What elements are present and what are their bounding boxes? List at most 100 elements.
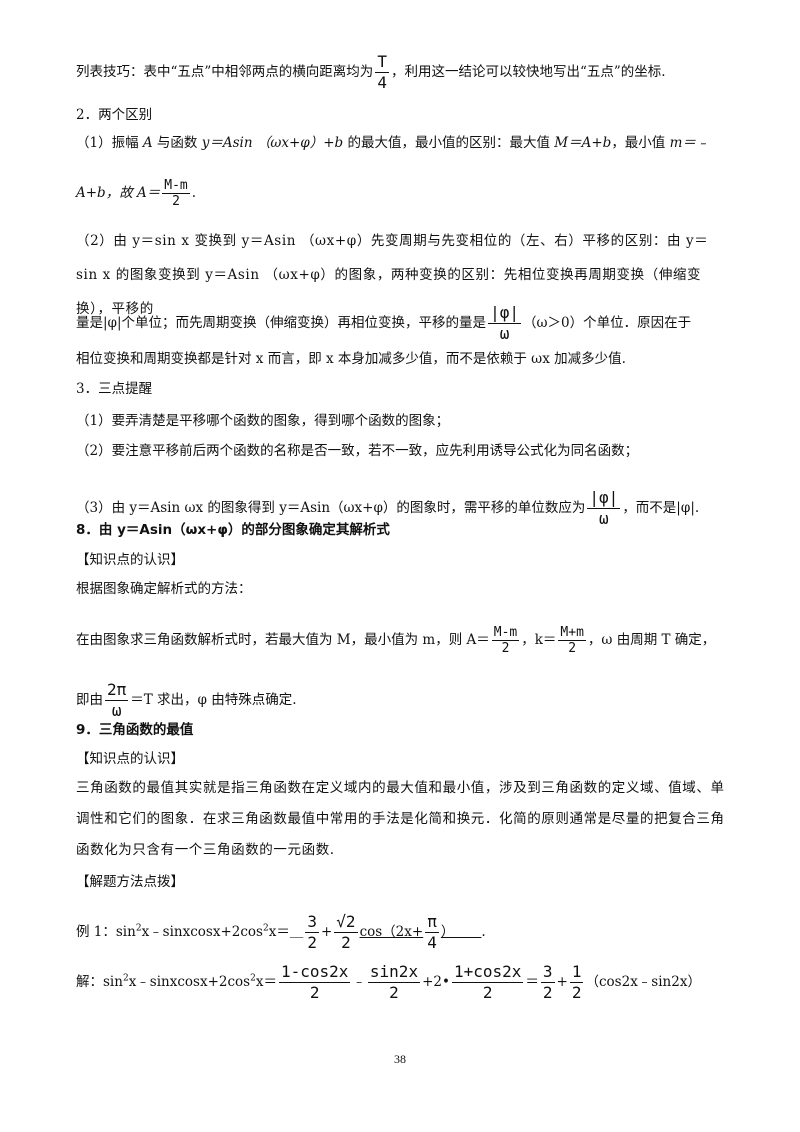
- denominator: 2: [482, 983, 493, 1002]
- denominator: 2: [307, 933, 317, 952]
- text: .: [481, 924, 486, 940]
- superscript: 2: [262, 923, 269, 934]
- text: +: [556, 974, 568, 990]
- numerator: |φ|: [488, 303, 521, 324]
- numerator: 1-cos2x: [278, 962, 351, 983]
- min-expression: m＝﹣: [669, 135, 710, 151]
- text: （ω＞0）个单位．原因在于: [522, 315, 692, 331]
- paragraph-extrema: 三角函数的最值其实就是指三角函数在定义域内的最大值和最小值，涉及到三角函数的定义…: [76, 780, 725, 858]
- numerator: M-m: [491, 625, 520, 641]
- denominator: 2: [542, 983, 553, 1002]
- text: ，而不是|φ|.: [622, 500, 700, 516]
- knowledge-label: 【知识点的认识】: [76, 751, 184, 767]
- superscript: 2: [135, 923, 142, 934]
- section-9-title: 9．三角函数的最值: [76, 722, 194, 738]
- numerator: 1+cos2x: [451, 962, 524, 983]
- denominator: 2: [571, 983, 582, 1002]
- knowledge-label: 【知识点的认识】: [76, 552, 184, 568]
- text: x＝: [255, 974, 277, 990]
- denominator: 2: [568, 641, 577, 656]
- text: +2•: [422, 974, 450, 990]
- section-8-title: 8．由 y＝Asin（ωx+φ）的部分图象确定其解析式: [76, 522, 390, 538]
- reminder-3: （3）由 y＝Asin ωx 的图象得到 y＝Asin（ωx+φ）的图象时，需平…: [76, 488, 726, 529]
- text: ＝T 求出，φ 由特殊点确定.: [130, 692, 297, 708]
- text: cos（2x+: [359, 924, 424, 940]
- denominator: 2: [341, 933, 351, 952]
- text: 例 1：sin: [76, 924, 136, 940]
- text: x＝: [268, 924, 290, 940]
- text: ，k＝: [521, 632, 557, 648]
- numerator: 1: [569, 962, 584, 983]
- text: ﹣: [352, 974, 366, 990]
- text: A+b，故 A＝: [76, 185, 161, 201]
- paragraph-phase-explanation: 相位变换和周期变换都是针对 x 而言，即 x 本身加减多少值，而不是依赖于 ωx…: [76, 351, 626, 367]
- numerator: M-m: [162, 178, 190, 194]
- superscript: 2: [122, 973, 129, 984]
- blank: ＿: [289, 924, 304, 940]
- section-two-differences: 2．两个区别: [76, 107, 153, 123]
- text: 即由: [76, 692, 103, 708]
- reminder-2: （2）要注意平移前后两个函数的名称是否一致，若不一致，应先利用诱导公式化为同名函…: [76, 443, 639, 459]
- numerator: 2π: [105, 680, 129, 701]
- superscript: 2: [250, 973, 256, 984]
- denominator: 2: [172, 194, 180, 209]
- denominator: 4: [427, 933, 437, 952]
- text: x﹣sinxcosx+2cos: [141, 924, 263, 940]
- max-expression: M＝A+b: [554, 135, 612, 151]
- denominator: ω: [499, 324, 510, 343]
- text: ，ω 由周期 T 确定，: [587, 632, 716, 648]
- numerator: M+m: [558, 625, 586, 641]
- numerator: T: [375, 52, 389, 73]
- method-intro: 根据图象确定解析式的方法：: [76, 581, 252, 597]
- text: ＝: [525, 974, 539, 990]
- text: （3）由 y＝Asin ωx 的图象得到 y＝Asin（ωx+φ）的图象时，需平…: [76, 500, 586, 516]
- paragraph-shift-amount: 量是|φ|个单位；而先周期变换（伸缩变换）再相位变换，平移的量是|φ|ω（ω＞0…: [76, 303, 726, 344]
- page-number: 38: [394, 1052, 406, 1066]
- numerator: π: [425, 912, 439, 933]
- text: .: [191, 185, 197, 201]
- fraction-phi-over-omega: |φ|ω: [488, 303, 521, 344]
- denominator: 2: [501, 641, 510, 656]
- denominator: 2: [389, 983, 399, 1002]
- text: （1）振幅: [76, 135, 143, 151]
- numerator: |φ|: [587, 488, 621, 509]
- denominator: ω: [599, 509, 609, 528]
- denominator: 2: [309, 983, 320, 1002]
- text: ，最小值: [611, 135, 670, 151]
- numerator: √2: [334, 912, 358, 933]
- text: 在由图象求三角函数解析式时，若最大值为 M，最小值为 m，则 A＝: [76, 632, 490, 648]
- text: +: [320, 924, 333, 940]
- text: x﹣sinxcosx+2cos: [128, 974, 251, 990]
- paragraph-amplitude: （1）振幅 A 与函数 y＝Asin （ωx+φ）+b 的最大值，最小值的区别：…: [76, 134, 726, 152]
- numerator: 3: [540, 962, 555, 983]
- text: 量是|φ|个单位；而先周期变换（伸缩变换）再相位变换，平移的量是: [76, 315, 487, 331]
- text: 与函数: [152, 135, 202, 151]
- paragraph-transform-difference: （2）由 y＝sin x 变换到 y＝Asin （ωx+φ）先变周期与先变相位的…: [76, 233, 709, 317]
- denominator: 4: [377, 73, 387, 92]
- text: 列表技巧：表中“五点”中相邻两点的横向距离均为: [76, 64, 374, 80]
- text: 解：sin: [76, 974, 123, 990]
- method-label: 【解题方法点拨】: [76, 874, 184, 890]
- numerator: sin2x: [367, 962, 421, 983]
- denominator: ω: [111, 701, 122, 720]
- section-three-reminders: 3．三点提醒: [76, 381, 153, 397]
